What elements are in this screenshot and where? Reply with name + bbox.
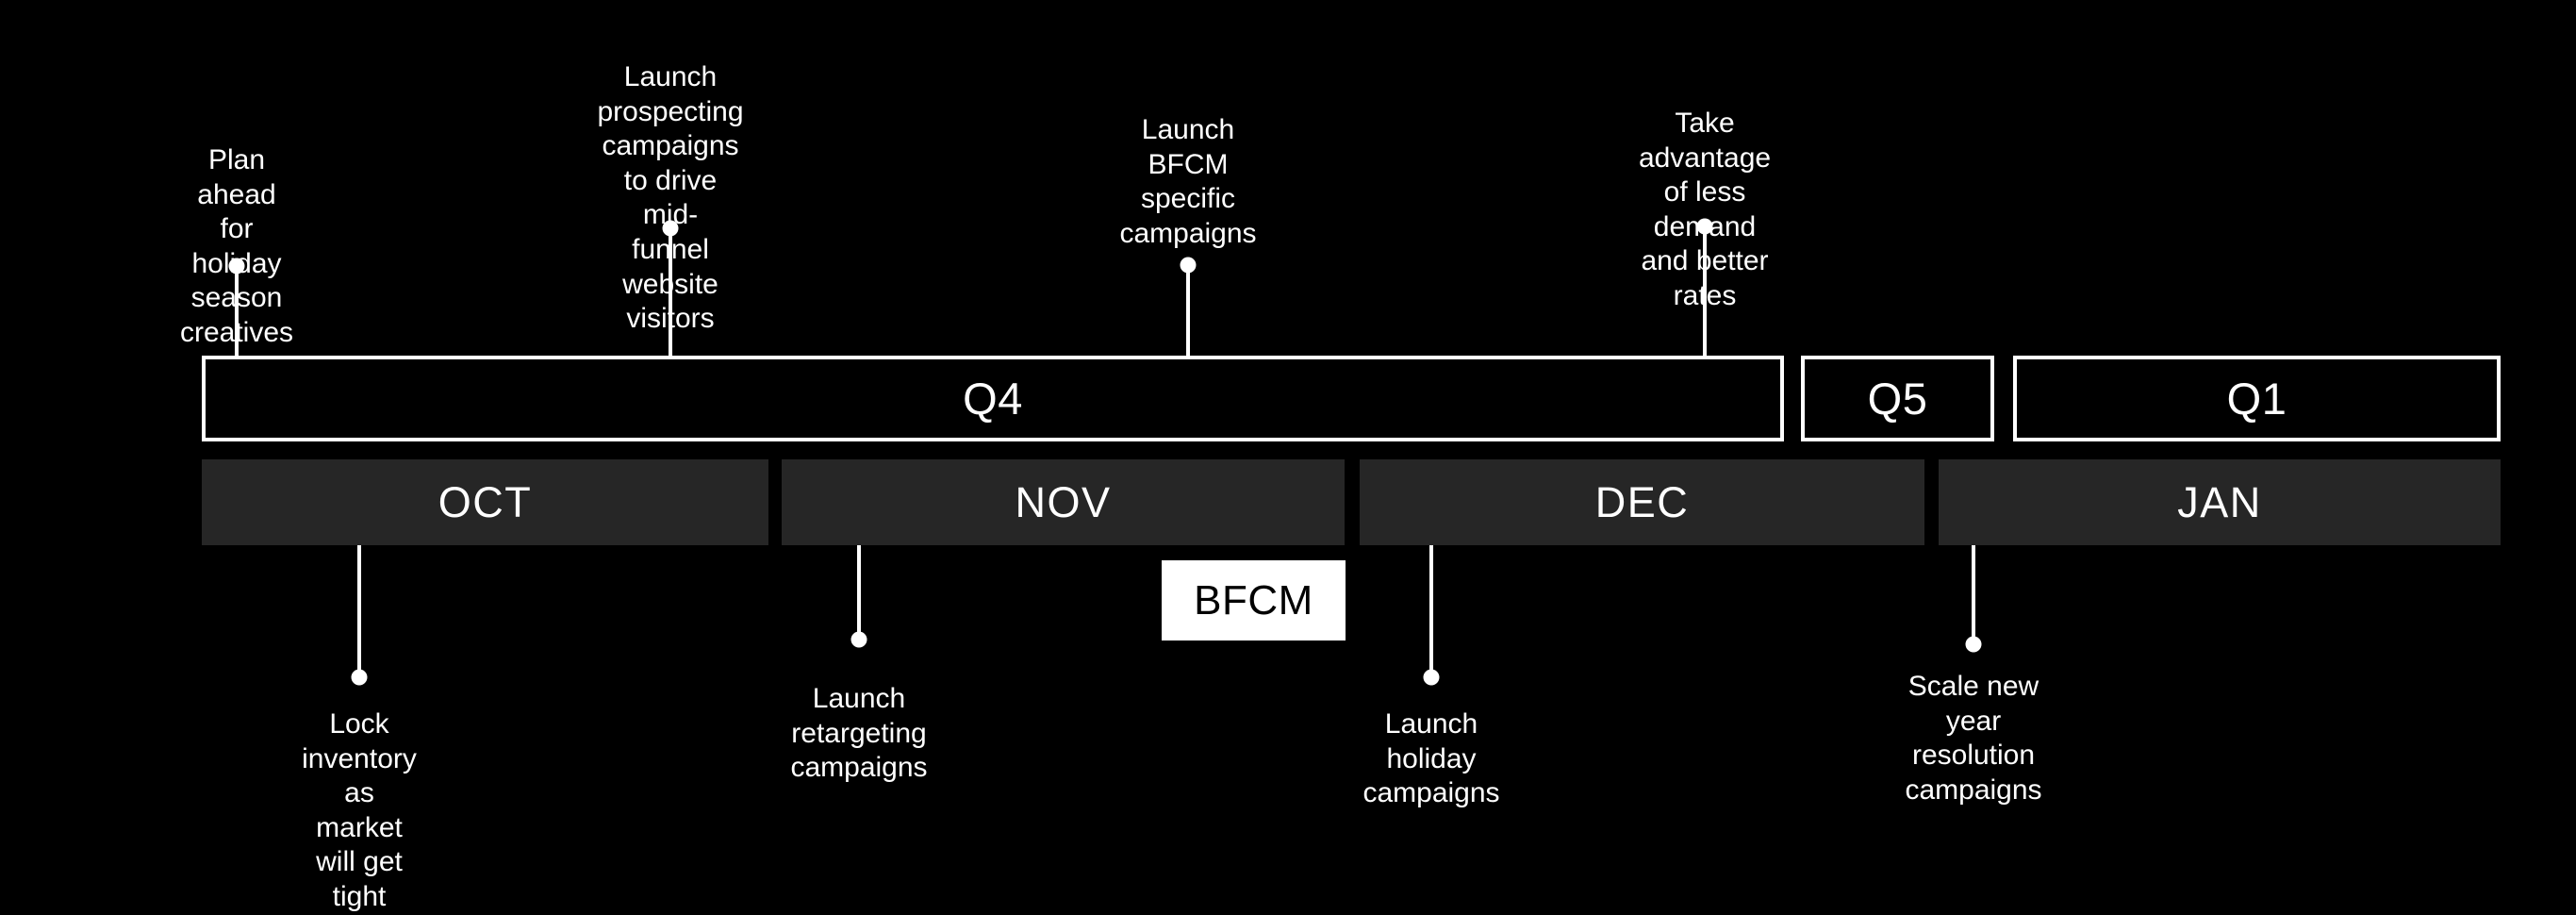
callout-marker-dot bbox=[850, 631, 867, 648]
callout-connector-line bbox=[857, 545, 861, 640]
callout-marker-dot bbox=[1423, 669, 1440, 686]
callout-text: Launch retargeting campaigns bbox=[790, 683, 928, 784]
month-label: NOV bbox=[1015, 478, 1112, 526]
callout-text: Launch prospecting campaigns to drive mi… bbox=[597, 61, 744, 335]
callout-connector-line bbox=[1186, 265, 1190, 356]
callout-marker-dot bbox=[1696, 218, 1713, 235]
quarter-bar-q5[interactable]: Q5 bbox=[1801, 356, 1994, 441]
month-bar-oct[interactable]: OCT bbox=[202, 459, 768, 545]
quarter-bar-q4[interactable]: Q4 bbox=[202, 356, 1784, 441]
callout-connector-line bbox=[1703, 226, 1707, 356]
event-chip-label: BFCM bbox=[1194, 576, 1313, 624]
month-bar-jan[interactable]: JAN bbox=[1939, 459, 2501, 545]
timeline-diagram: Q4 Q5 Q1 OCT NOV DEC JAN BFCM Plan ahead for … bbox=[179, 61, 2501, 912]
callout-text: Plan ahead for holiday season creatives bbox=[179, 144, 294, 348]
month-bar-dec[interactable]: DEC bbox=[1360, 459, 1924, 545]
quarter-label: Q4 bbox=[963, 374, 1023, 424]
month-label: DEC bbox=[1594, 478, 1690, 526]
callout-connector-line bbox=[1972, 545, 1975, 644]
callout-text: Scale new year resolution campaigns bbox=[1905, 671, 2042, 806]
callout-marker-dot bbox=[1180, 257, 1197, 274]
callout-connector-line bbox=[235, 266, 239, 356]
callout-text: Launch holiday campaigns bbox=[1362, 708, 1500, 809]
callout-text: Launch BFCM specific campaigns bbox=[1119, 114, 1257, 249]
quarter-label: Q5 bbox=[1867, 374, 1928, 424]
callout-text: Take advantage of less demand and better… bbox=[1638, 108, 1772, 311]
callout-marker-dot bbox=[351, 669, 368, 686]
month-bar-nov[interactable]: NOV bbox=[782, 459, 1345, 545]
callout-connector-line bbox=[357, 545, 361, 677]
month-label: OCT bbox=[438, 478, 533, 526]
month-label: JAN bbox=[2177, 478, 2262, 526]
callout-connector-line bbox=[669, 228, 672, 356]
callout-text: Lock inventory as market will get tight bbox=[302, 708, 417, 912]
callout-marker-dot bbox=[1965, 636, 1982, 653]
quarter-label: Q1 bbox=[2226, 374, 2287, 424]
quarter-bar-q1[interactable]: Q1 bbox=[2013, 356, 2501, 441]
callout-marker-dot bbox=[662, 220, 679, 237]
event-chip-bfcm[interactable]: BFCM bbox=[1162, 560, 1346, 640]
callout-connector-line bbox=[1429, 545, 1433, 677]
callout-marker-dot bbox=[228, 258, 245, 274]
